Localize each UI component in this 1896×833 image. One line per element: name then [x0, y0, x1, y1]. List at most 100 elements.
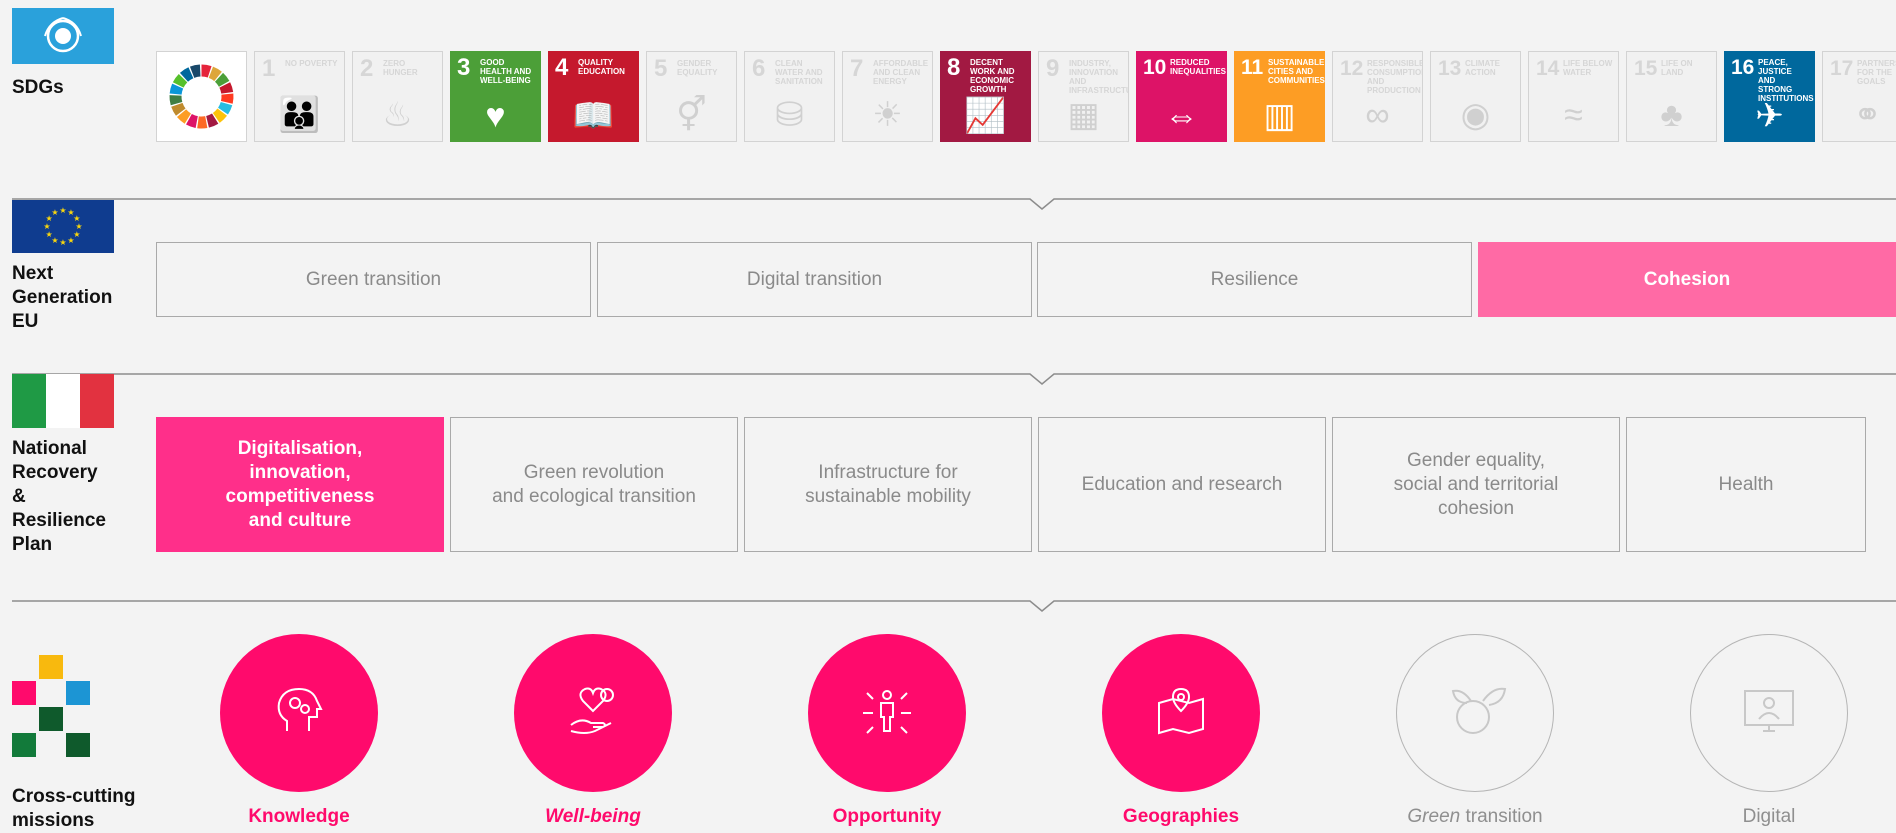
sdg-title: Industry, innovation and infrastructure [1069, 59, 1128, 95]
sdg-number: 6 [752, 55, 766, 82]
mission-geographies[interactable]: Geographies [1101, 634, 1261, 827]
sdg-number: 12 [1340, 57, 1364, 80]
sdg-tile-12[interactable]: 12Responsible consumption and production… [1332, 51, 1423, 142]
missions-row-label: Cross-cutting missions [12, 786, 136, 831]
sdg-title: Reduced inequalities [1170, 58, 1227, 76]
sdg-number: 11 [1241, 56, 1264, 79]
ngeu-box-label: Green transition [305, 268, 442, 290]
un-emblem-icon [12, 8, 114, 64]
mission-knowledge[interactable]: Knowledge [219, 634, 379, 827]
mission-digital[interactable]: Digital [1689, 634, 1849, 827]
mission-well-being[interactable]: Well-being [513, 634, 673, 827]
nrrp-mission-box-6[interactable]: Health [1626, 417, 1866, 552]
equality-arrows-icon: ⇔ [1164, 97, 1199, 135]
sdg-number: 7 [850, 55, 864, 82]
mission-opportunity[interactable]: Opportunity [807, 634, 967, 827]
sdg-tile-9[interactable]: 9Industry, innovation and infrastructure… [1038, 51, 1129, 142]
sdg-tile-1[interactable]: 1No poverty👪 [254, 51, 345, 142]
sdg-title: Affordable and clean energy [873, 59, 929, 86]
nrrp-mission-box-2[interactable]: Green revolution and ecological transiti… [450, 417, 738, 552]
sdg-title: Quality education [578, 58, 625, 76]
sdg-number: 13 [1438, 57, 1462, 80]
heartbeat-icon: ♥ [485, 97, 506, 135]
eu-star-icon: ★ [43, 222, 50, 231]
sdg-number: 1 [262, 55, 276, 82]
ngeu-box-label: Resilience [1210, 268, 1299, 290]
ngeu-box-resilience[interactable]: Resilience [1037, 242, 1472, 317]
nrrp-mission-box-4[interactable]: Education and research [1038, 417, 1326, 552]
section-divider [12, 373, 1896, 385]
sdg-tile-8[interactable]: 8Decent work and economic growth📈 [940, 51, 1031, 142]
eu-star-icon: ★ [75, 222, 82, 231]
ngeu-box-digital-transition[interactable]: Digital transition [597, 242, 1032, 317]
nrrp-mission-box-1[interactable]: Digitalisation, innovation, competitiven… [156, 417, 444, 552]
infinity-icon: ∞ [1365, 96, 1390, 134]
sdg-title: Life below water [1563, 59, 1613, 77]
nrrp-row-label: National Recovery & Resilience Plan [12, 438, 106, 555]
italy-flag-icon [12, 374, 114, 428]
sdg-title: Sustainable cities and communities [1268, 58, 1325, 85]
book-pen-icon: 📖 [572, 97, 615, 135]
sdg-tile-11[interactable]: 11Sustainable cities and communities▥ [1234, 51, 1325, 142]
section-divider [12, 600, 1896, 612]
sdg-tile-17[interactable]: 17Partnerships for the goals⚭ [1822, 51, 1896, 142]
eu-star-icon: ★ [67, 236, 74, 245]
sdg-title: Responsible consumption and production [1367, 59, 1423, 95]
mission-label: Opportunity [832, 806, 942, 827]
eu-star-icon: ★ [73, 230, 80, 239]
sdg-number: 2 [360, 55, 374, 82]
sdg-wheel-icon [169, 64, 234, 129]
family-icon: 👪 [278, 96, 321, 134]
sdg-number: 5 [654, 55, 668, 82]
eu-star-icon: ★ [51, 236, 58, 245]
gender-icon: ⚥ [676, 96, 707, 134]
sdg-number: 15 [1634, 57, 1658, 80]
sdg-tile-7[interactable]: 7Affordable and clean energy☀ [842, 51, 933, 142]
sdg-tile-4[interactable]: 4 Quality education 📖 [548, 51, 639, 142]
rings-icon: ⚭ [1853, 96, 1882, 134]
sdg-title: Decent work and economic growth [970, 58, 1015, 94]
sdg-tile-10[interactable]: 10Reduced inequalities⇔ [1136, 51, 1227, 142]
sdg-wheel-tile[interactable] [156, 51, 247, 142]
nrrp-mission-box-3[interactable]: Infrastructure for sustainable mobility [744, 417, 1032, 552]
hand-heart-icon [570, 687, 614, 734]
sdg-tile-5[interactable]: 5Gender equality⚥ [646, 51, 737, 142]
mission-circle [1690, 634, 1848, 792]
sdg-number: 8 [947, 54, 961, 81]
sdg-tile-6[interactable]: 6Clean water and sanitation⛁ [744, 51, 835, 142]
mission-label: Geographies [1122, 806, 1240, 827]
sdg-title: Climate action [1465, 59, 1500, 77]
mission-label: Green transition [1407, 806, 1543, 827]
ngeu-box-cohesion[interactable]: Cohesion [1478, 242, 1896, 317]
sdg-number: 17 [1830, 57, 1854, 80]
eu-star-icon: ★ [59, 206, 66, 215]
mission-circle [1396, 634, 1554, 792]
sdg-title: Zero hunger [383, 59, 418, 77]
eu-star-icon: ★ [73, 214, 80, 223]
mission-green-transition[interactable]: Green transition [1395, 634, 1555, 827]
sdg-tile-3[interactable]: 3Good health and well-being♥ [450, 51, 541, 142]
mission-label: Digital [1742, 806, 1796, 827]
fish-icon: ≈ [1564, 96, 1583, 134]
ngeu-box-green-transition[interactable]: Green transition [156, 242, 591, 317]
eu-star-icon: ★ [46, 214, 53, 223]
nrrp-box-label: Education and research [1081, 473, 1283, 495]
eu-flag-icon: ★★★★★★★★★★★★ [12, 200, 114, 253]
sdg-tile-16[interactable]: 16Peace, justice and strong institutions… [1724, 51, 1815, 142]
ngeu-box-label: Digital transition [746, 268, 883, 290]
nrrp-mission-box-5[interactable]: Gender equality, social and territorial … [1332, 417, 1620, 552]
mission-circle [808, 634, 966, 792]
nrrp-box-label: Digitalisation, innovation, competitiven… [225, 437, 375, 531]
sdgs-row-label: SDGs [12, 77, 64, 98]
sdg-tile-14[interactable]: 14Life below water≈ [1528, 51, 1619, 142]
mosaic-logo-icon [12, 655, 92, 759]
mission-circle [514, 634, 672, 792]
sdg-tile-13[interactable]: 13Climate action◉ [1430, 51, 1521, 142]
sdg-title: Good health and well-being [480, 58, 532, 85]
mission-label: Well-being [545, 806, 641, 827]
nrrp-box-label: Gender equality, social and territorial … [1393, 449, 1559, 519]
sdg-number: 4 [555, 54, 569, 81]
sdg-tile-2[interactable]: 2Zero hunger♨ [352, 51, 443, 142]
